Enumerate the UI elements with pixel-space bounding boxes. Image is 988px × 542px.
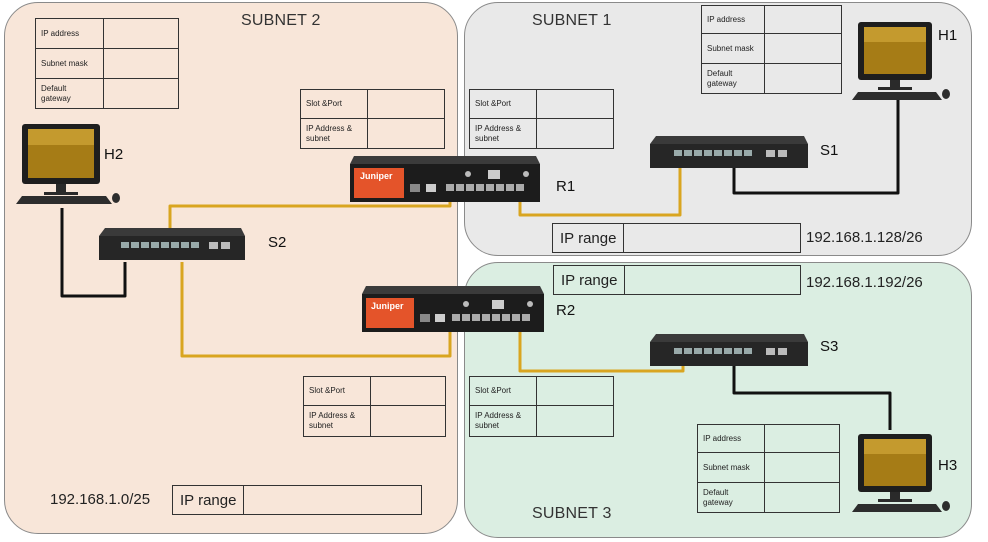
subnet-mask-field[interactable] <box>764 33 842 64</box>
subnet-mask-label: Subnet mask <box>701 33 765 64</box>
ip-subnet-label: IP Address & subnet <box>469 405 537 437</box>
ip-subnet-label: IP Address & subnet <box>469 118 537 149</box>
r1-subnet-2-port-table: Slot &Port IP Address & subnet <box>300 89 445 149</box>
ip-range-label: IP range <box>553 224 625 252</box>
switch-icon <box>99 228 245 260</box>
r2-subnet-2-port-table: Slot &Port IP Address & subnet <box>303 376 446 437</box>
ip-subnet-field[interactable] <box>536 118 614 149</box>
ip-address-field[interactable] <box>103 18 179 49</box>
ip-range-label: IP range <box>173 486 245 514</box>
switch-s2[interactable] <box>97 226 247 262</box>
subnet-3-host-table: IP address Subnet mask Default gateway <box>697 424 840 513</box>
r2-subnet-3-port-table: Slot &Port IP Address & subnet <box>469 376 614 437</box>
ip-address-label: IP address <box>697 424 765 453</box>
default-gateway-label: Default gateway <box>697 482 765 513</box>
switch-icon <box>650 136 808 168</box>
subnet-1-host-table: IP address Subnet mask Default gateway <box>701 5 842 94</box>
default-gateway-field[interactable] <box>764 482 840 513</box>
link-s2-r2 <box>180 262 452 358</box>
monitor-icon <box>16 124 120 204</box>
default-gateway-field[interactable] <box>764 63 842 94</box>
router-r2-brand: Juniper <box>371 301 404 311</box>
subnet-3-ip-range-box: IP range <box>553 265 801 295</box>
router-r1[interactable]: Juniper <box>348 154 542 204</box>
link-s1-h1 <box>732 96 900 195</box>
slot-port-label: Slot &Port <box>300 89 368 119</box>
subnet-2-title: SUBNET 2 <box>241 12 321 29</box>
subnet-1-ip-range-box: IP range <box>552 223 801 253</box>
router-r2[interactable]: Juniper <box>360 284 546 334</box>
switch-s1-label: S1 <box>820 142 839 159</box>
router-icon: Juniper <box>362 286 544 332</box>
slot-port-label: Slot &Port <box>469 376 537 406</box>
switch-s3-label: S3 <box>820 338 839 355</box>
ip-subnet-label: IP Address & subnet <box>303 405 371 437</box>
subnet-3-title: SUBNET 3 <box>532 505 612 522</box>
host-h1[interactable] <box>846 14 958 108</box>
link-s3-h3 <box>732 364 892 430</box>
ip-address-field[interactable] <box>764 5 842 34</box>
subnet-2-ip-range-box: IP range <box>172 485 422 515</box>
subnet-mask-field[interactable] <box>764 452 840 483</box>
subnet-2-ip-range-value: 192.168.1.0/25 <box>50 491 151 508</box>
ip-subnet-field[interactable] <box>536 405 614 437</box>
switch-s2-label: S2 <box>268 234 287 251</box>
monitor-icon <box>852 434 950 512</box>
router-r1-brand: Juniper <box>360 171 393 181</box>
ip-subnet-field[interactable] <box>370 405 446 437</box>
default-gateway-field[interactable] <box>103 78 179 109</box>
link-h2-s2 <box>60 208 127 298</box>
subnet-1-title: SUBNET 1 <box>532 12 612 29</box>
r1-subnet-1-port-table: Slot &Port IP Address & subnet <box>469 89 614 149</box>
switch-s3[interactable] <box>648 332 810 368</box>
host-h2-label: H2 <box>104 146 124 163</box>
subnet-mask-label: Subnet mask <box>35 48 104 79</box>
switch-icon <box>650 334 808 366</box>
router-r2-label: R2 <box>556 302 576 319</box>
host-h3-label: H3 <box>938 457 958 474</box>
default-gateway-label: Default gateway <box>701 63 765 94</box>
host-h2[interactable] <box>8 110 132 210</box>
switch-s1[interactable] <box>648 134 810 170</box>
host-h3[interactable] <box>846 428 958 518</box>
router-r1-label: R1 <box>556 178 576 195</box>
ip-range-field[interactable] <box>624 224 800 252</box>
ip-range-label: IP range <box>554 266 626 294</box>
slot-port-field[interactable] <box>536 89 614 119</box>
subnet-mask-field[interactable] <box>103 48 179 79</box>
router-icon: Juniper <box>350 156 540 202</box>
slot-port-label: Slot &Port <box>303 376 371 406</box>
ip-range-field[interactable] <box>625 266 800 294</box>
slot-port-label: Slot &Port <box>469 89 537 119</box>
ip-range-field[interactable] <box>244 486 421 514</box>
ip-address-label: IP address <box>35 18 104 49</box>
monitor-icon <box>852 22 950 100</box>
link-r1-s1 <box>518 160 682 217</box>
host-h1-label: H1 <box>938 27 958 44</box>
subnet-2-host-table: IP address Subnet mask Default gateway <box>35 18 179 109</box>
subnet-mask-label: Subnet mask <box>697 452 765 483</box>
subnet-3-ip-range-value: 192.168.1.192/26 <box>806 274 923 291</box>
ip-subnet-label: IP Address & subnet <box>300 118 368 149</box>
default-gateway-label: Default gateway <box>35 78 104 109</box>
slot-port-field[interactable] <box>536 376 614 406</box>
slot-port-field[interactable] <box>370 376 446 406</box>
ip-address-label: IP address <box>701 5 765 34</box>
subnet-1-ip-range-value: 192.168.1.128/26 <box>806 229 923 246</box>
ip-address-field[interactable] <box>764 424 840 453</box>
slot-port-field[interactable] <box>367 89 445 119</box>
ip-subnet-field[interactable] <box>367 118 445 149</box>
